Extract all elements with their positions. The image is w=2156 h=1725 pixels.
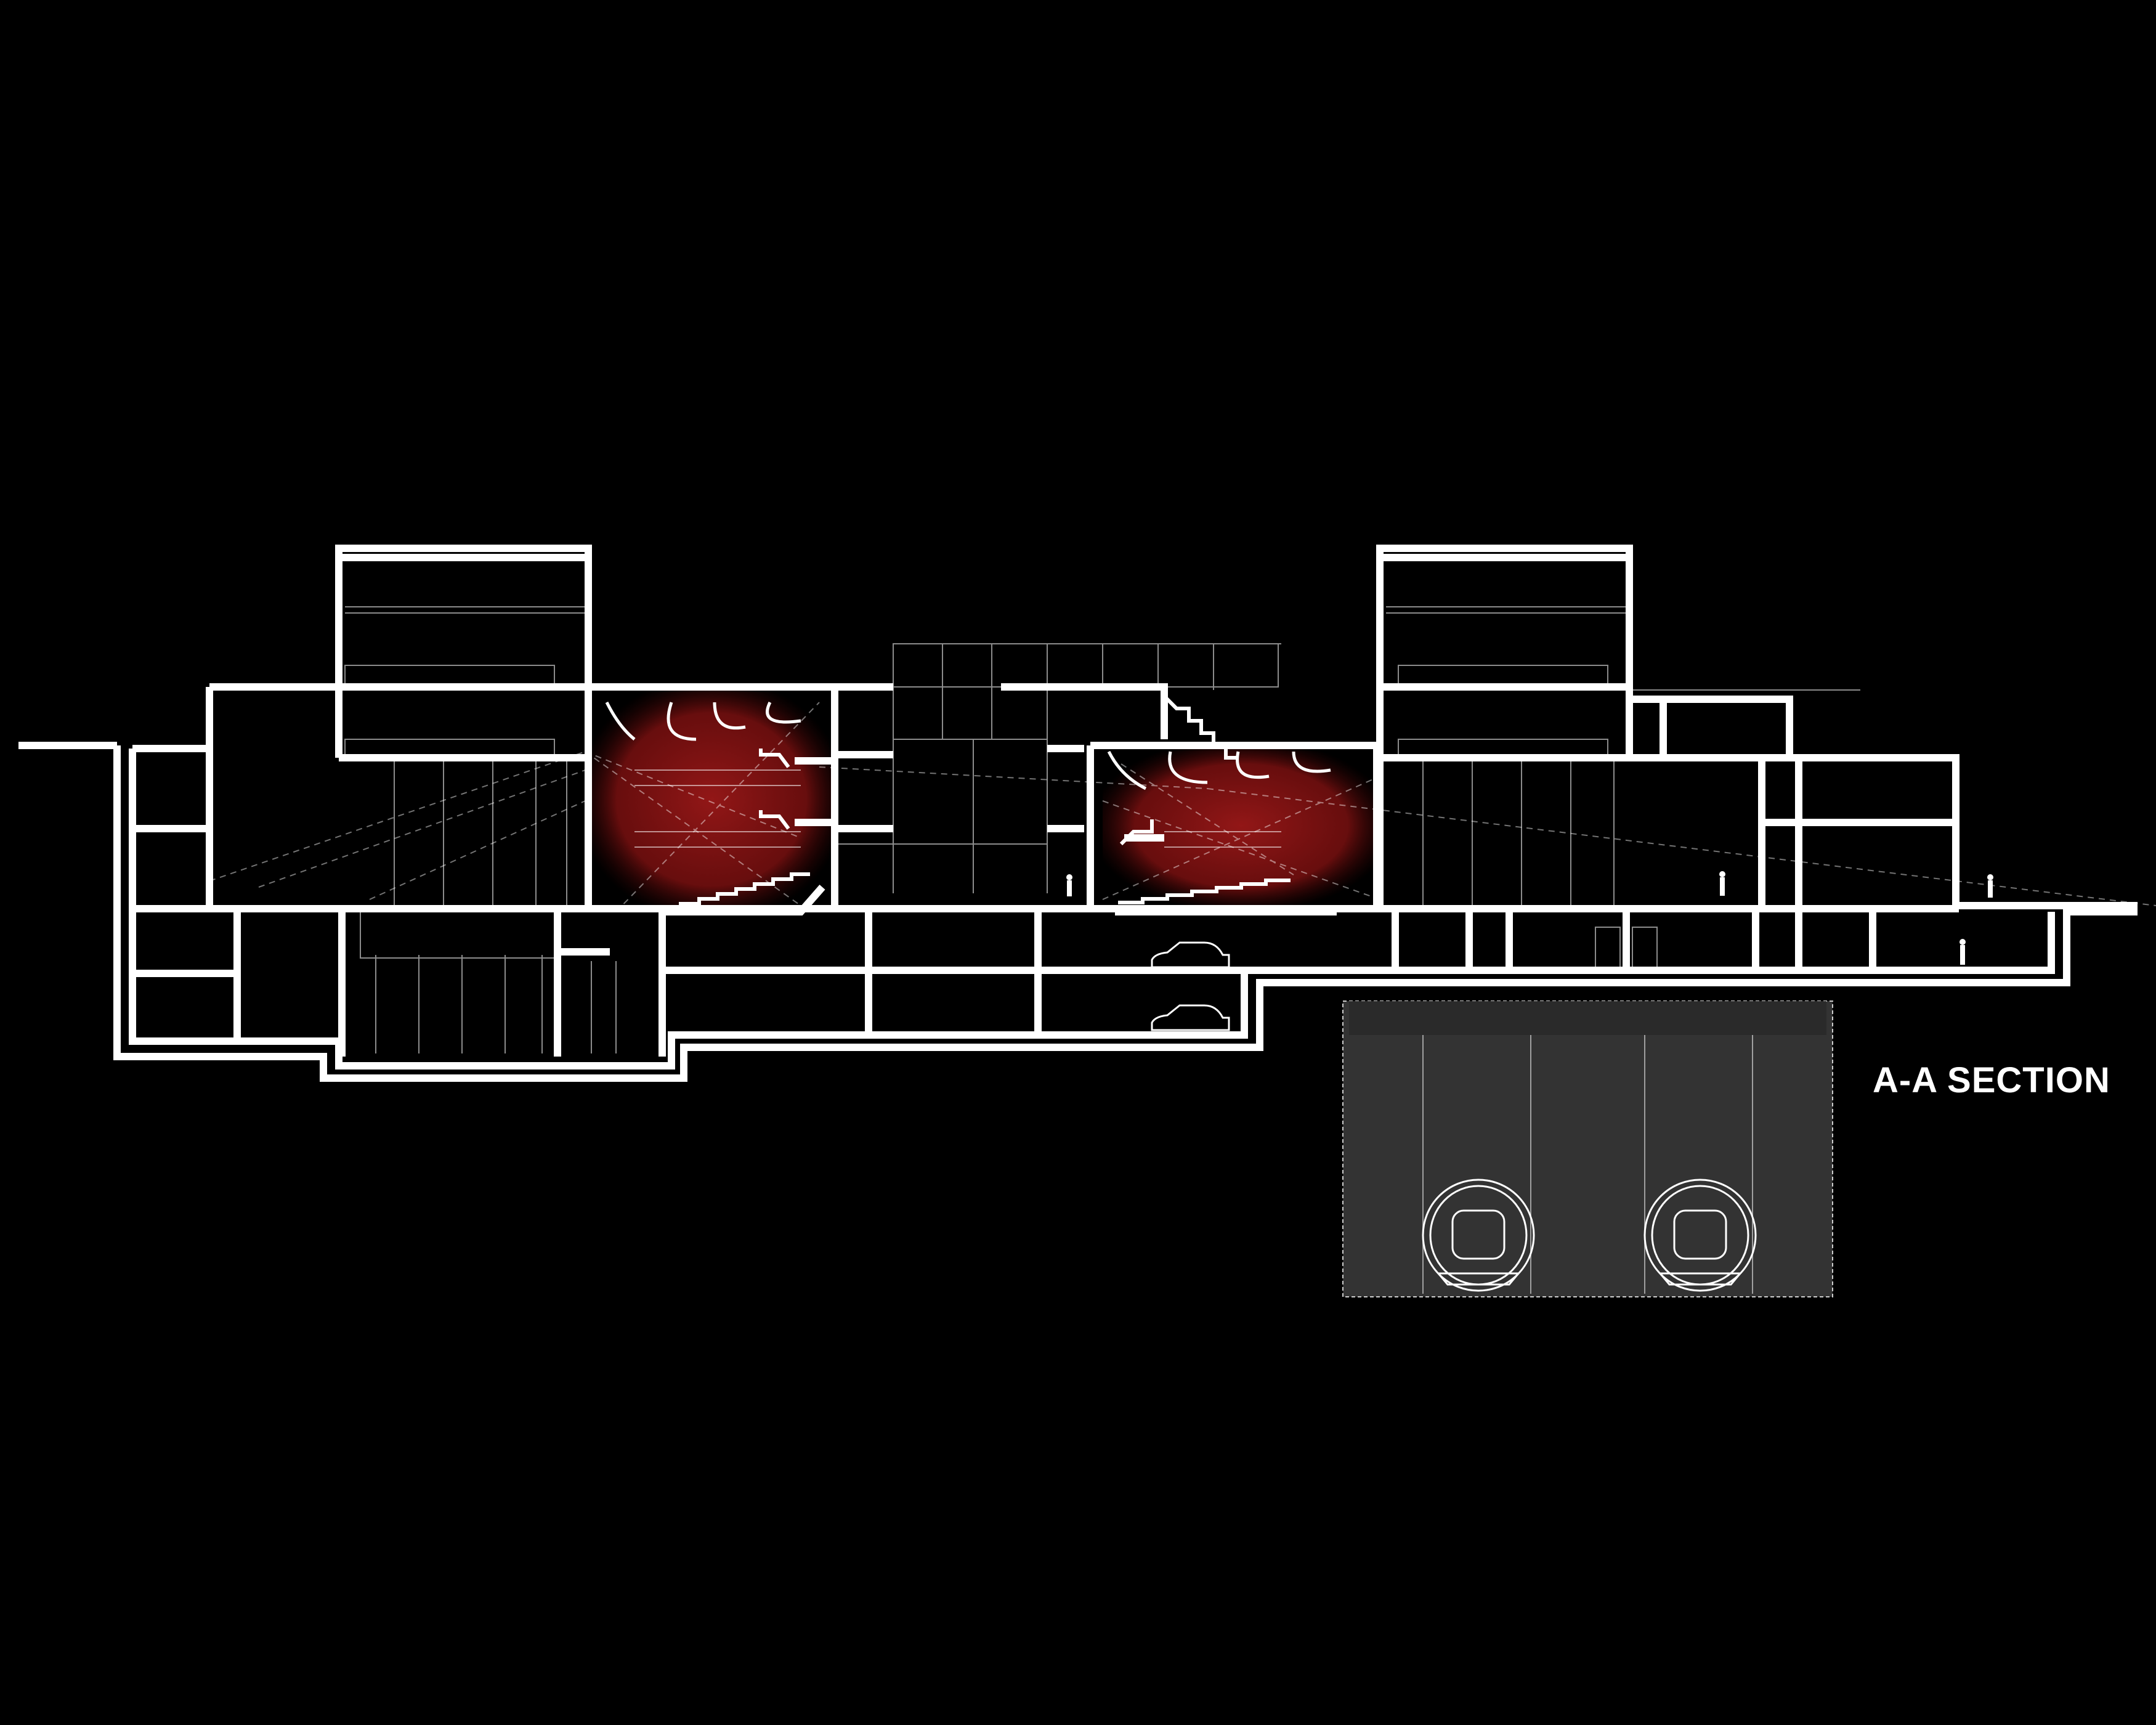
sightlines [209, 702, 2156, 912]
cars [1151, 941, 1230, 1031]
car-icon [1151, 941, 1230, 968]
tunnel-box [1342, 1000, 1833, 1297]
left-auditorium-glow [588, 687, 835, 912]
car-icon [1151, 1004, 1230, 1031]
subway-train-icon [1643, 1179, 1757, 1292]
auditorium-glows [588, 687, 1380, 912]
human-figures [1066, 871, 1993, 965]
acoustic-reflectors [605, 701, 1331, 790]
subway-train-icon [1422, 1179, 1535, 1292]
human-figure-icon [1719, 871, 1725, 896]
seating-tiers [662, 694, 1291, 911]
building-structure [18, 545, 2138, 1082]
human-figure-icon [1959, 939, 1966, 965]
human-figure-icon [1066, 874, 1072, 896]
subway-tunnel [1342, 1000, 1833, 1297]
section-title: A-A SECTION [1873, 1060, 2110, 1100]
right-auditorium-glow [1103, 745, 1380, 906]
human-figure-icon [1987, 874, 1993, 898]
